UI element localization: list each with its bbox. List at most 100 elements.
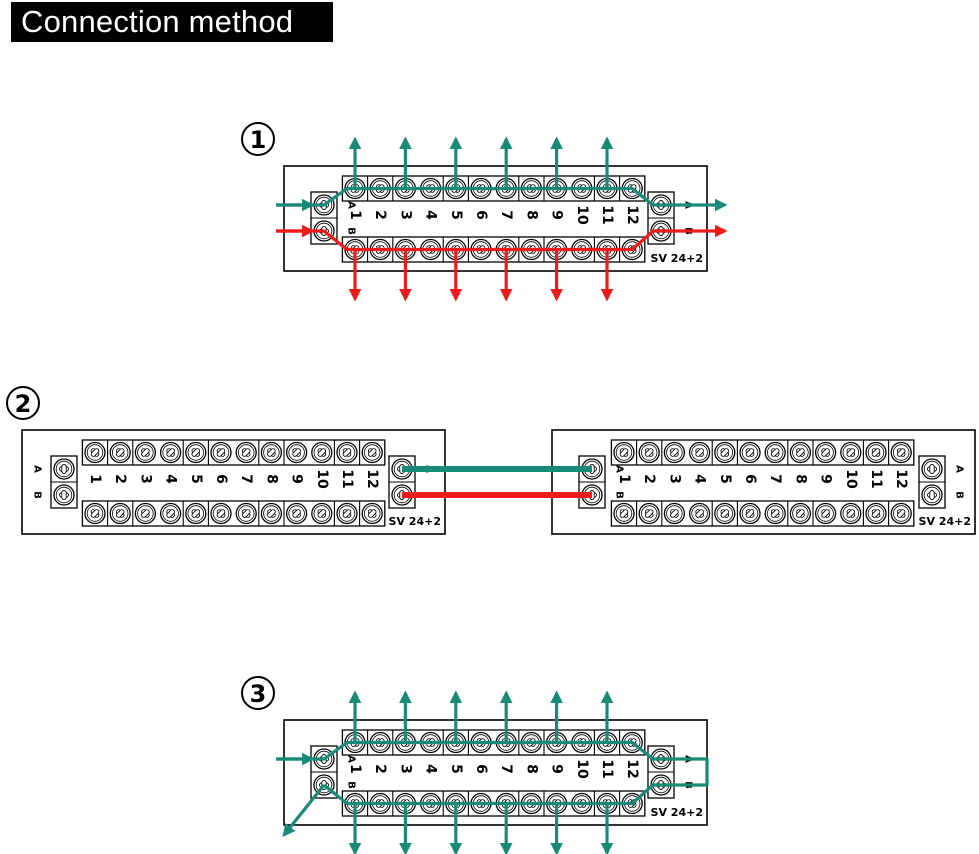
step-number: 3 <box>250 680 267 708</box>
terminal-number: 2 <box>372 210 388 220</box>
terminal-screw-7 <box>764 441 786 464</box>
terminal-number: 4 <box>163 474 179 484</box>
ab-label-A: A <box>32 465 43 473</box>
cross-slot-icon <box>745 509 755 518</box>
terminal-screw-9 <box>285 502 308 525</box>
terminal-number: 7 <box>238 474 254 484</box>
terminal-screw-6 <box>210 441 232 464</box>
cross-slot-icon <box>141 448 150 457</box>
ab-label-B: B <box>954 491 965 499</box>
terminal-number: 1 <box>616 474 632 484</box>
cross-slot-icon <box>292 509 301 518</box>
terminal-screw-6 <box>210 502 232 525</box>
terminal-screw-12 <box>890 441 912 464</box>
cross-slot-icon <box>846 509 856 518</box>
terminal-number: 7 <box>498 210 514 220</box>
wire-exit-arrow <box>282 784 326 837</box>
terminal-number: 10 <box>843 469 859 489</box>
terminal-screw-8 <box>789 441 812 464</box>
cross-slot-icon <box>267 448 276 457</box>
terminal-screw-5 <box>185 502 207 525</box>
wire-a-bus <box>276 186 661 207</box>
terminal-number: 8 <box>792 474 808 484</box>
terminal-number: 9 <box>549 210 565 220</box>
terminal-screw-4 <box>159 441 182 464</box>
terminal-number: 5 <box>188 474 204 484</box>
terminal-screw-11 <box>336 502 358 525</box>
ab-label-A: A <box>346 201 357 209</box>
terminal-screw-4 <box>159 502 182 525</box>
terminal-screw-8 <box>260 502 283 525</box>
terminal-number: 1 <box>87 474 103 484</box>
terminal-screw-6 <box>739 441 761 464</box>
terminal-screw-6 <box>739 502 761 525</box>
terminal-row-top <box>610 439 915 466</box>
terminal-number: 8 <box>263 474 279 484</box>
terminal-number: 6 <box>473 210 489 220</box>
terminal-screw-8 <box>260 441 283 464</box>
cross-slot-icon <box>115 448 125 457</box>
terminal-screw-2 <box>109 502 131 525</box>
step-number: 2 <box>15 390 32 418</box>
terminal-screw-7 <box>235 441 257 464</box>
terminal-screw-B <box>921 484 943 506</box>
ab-label-A: A <box>954 465 965 473</box>
terminal-number: 5 <box>717 474 733 484</box>
plus-slot-icon <box>927 490 937 500</box>
terminal-screw-11 <box>336 441 358 464</box>
terminal-screw-10 <box>840 502 862 525</box>
terminal-number: 6 <box>742 474 758 484</box>
step-number: 1 <box>250 126 267 154</box>
terminal-screw-10 <box>840 441 862 464</box>
step-circle-icon <box>6 386 40 420</box>
model-label: SV 24+2 <box>919 515 971 528</box>
terminal-number: 5 <box>448 210 464 220</box>
terminal-screw-4 <box>688 441 711 464</box>
terminal-number: 12 <box>624 759 640 778</box>
terminal-screw-1 <box>613 502 635 525</box>
step-circle-icon <box>241 676 275 710</box>
terminal-screw-5 <box>185 441 207 464</box>
terminal-number: 1 <box>347 764 363 774</box>
terminal-screw-1 <box>613 441 635 464</box>
cross-slot-icon <box>896 448 906 457</box>
terminal-screw-1 <box>84 441 106 464</box>
terminal-screw-3 <box>663 502 686 525</box>
terminal-strip <box>610 500 915 527</box>
terminal-number: 4 <box>423 210 439 220</box>
cross-slot-icon <box>90 448 100 457</box>
terminal-number: 7 <box>767 474 783 484</box>
cross-slot-icon <box>90 509 100 518</box>
cross-slot-icon <box>619 509 629 518</box>
step-circle-icon <box>241 122 275 156</box>
terminal-number: 12 <box>364 469 380 488</box>
step-marker-1: 1 <box>241 122 275 156</box>
terminal-screw-1 <box>84 502 106 525</box>
cross-slot-icon <box>166 448 175 457</box>
terminal-number: 1 <box>347 210 363 220</box>
terminal-strip <box>81 500 386 527</box>
wire-loop <box>661 757 709 787</box>
terminal-number: 3 <box>397 764 413 774</box>
terminal-number: 5 <box>448 764 464 774</box>
terminal-screw-9 <box>285 441 308 464</box>
cross-slot-icon <box>141 509 150 518</box>
terminal-number: 3 <box>666 474 682 484</box>
terminal-number: 11 <box>599 759 615 778</box>
terminal-screw-A <box>53 458 75 480</box>
cross-slot-icon <box>191 509 201 518</box>
ab-label-B: B <box>614 491 625 499</box>
terminal-screw-10 <box>311 502 333 525</box>
cross-slot-icon <box>871 448 881 457</box>
page-title: Connection method <box>11 2 333 42</box>
terminal-screw-B <box>53 484 75 506</box>
terminal-number: 2 <box>112 474 128 484</box>
terminal-number: 6 <box>473 764 489 774</box>
terminal-screw-5 <box>714 441 736 464</box>
cross-slot-icon <box>720 448 730 457</box>
terminal-number: 7 <box>498 764 514 774</box>
cross-slot-icon <box>821 509 830 518</box>
terminal-screw-9 <box>814 502 837 525</box>
